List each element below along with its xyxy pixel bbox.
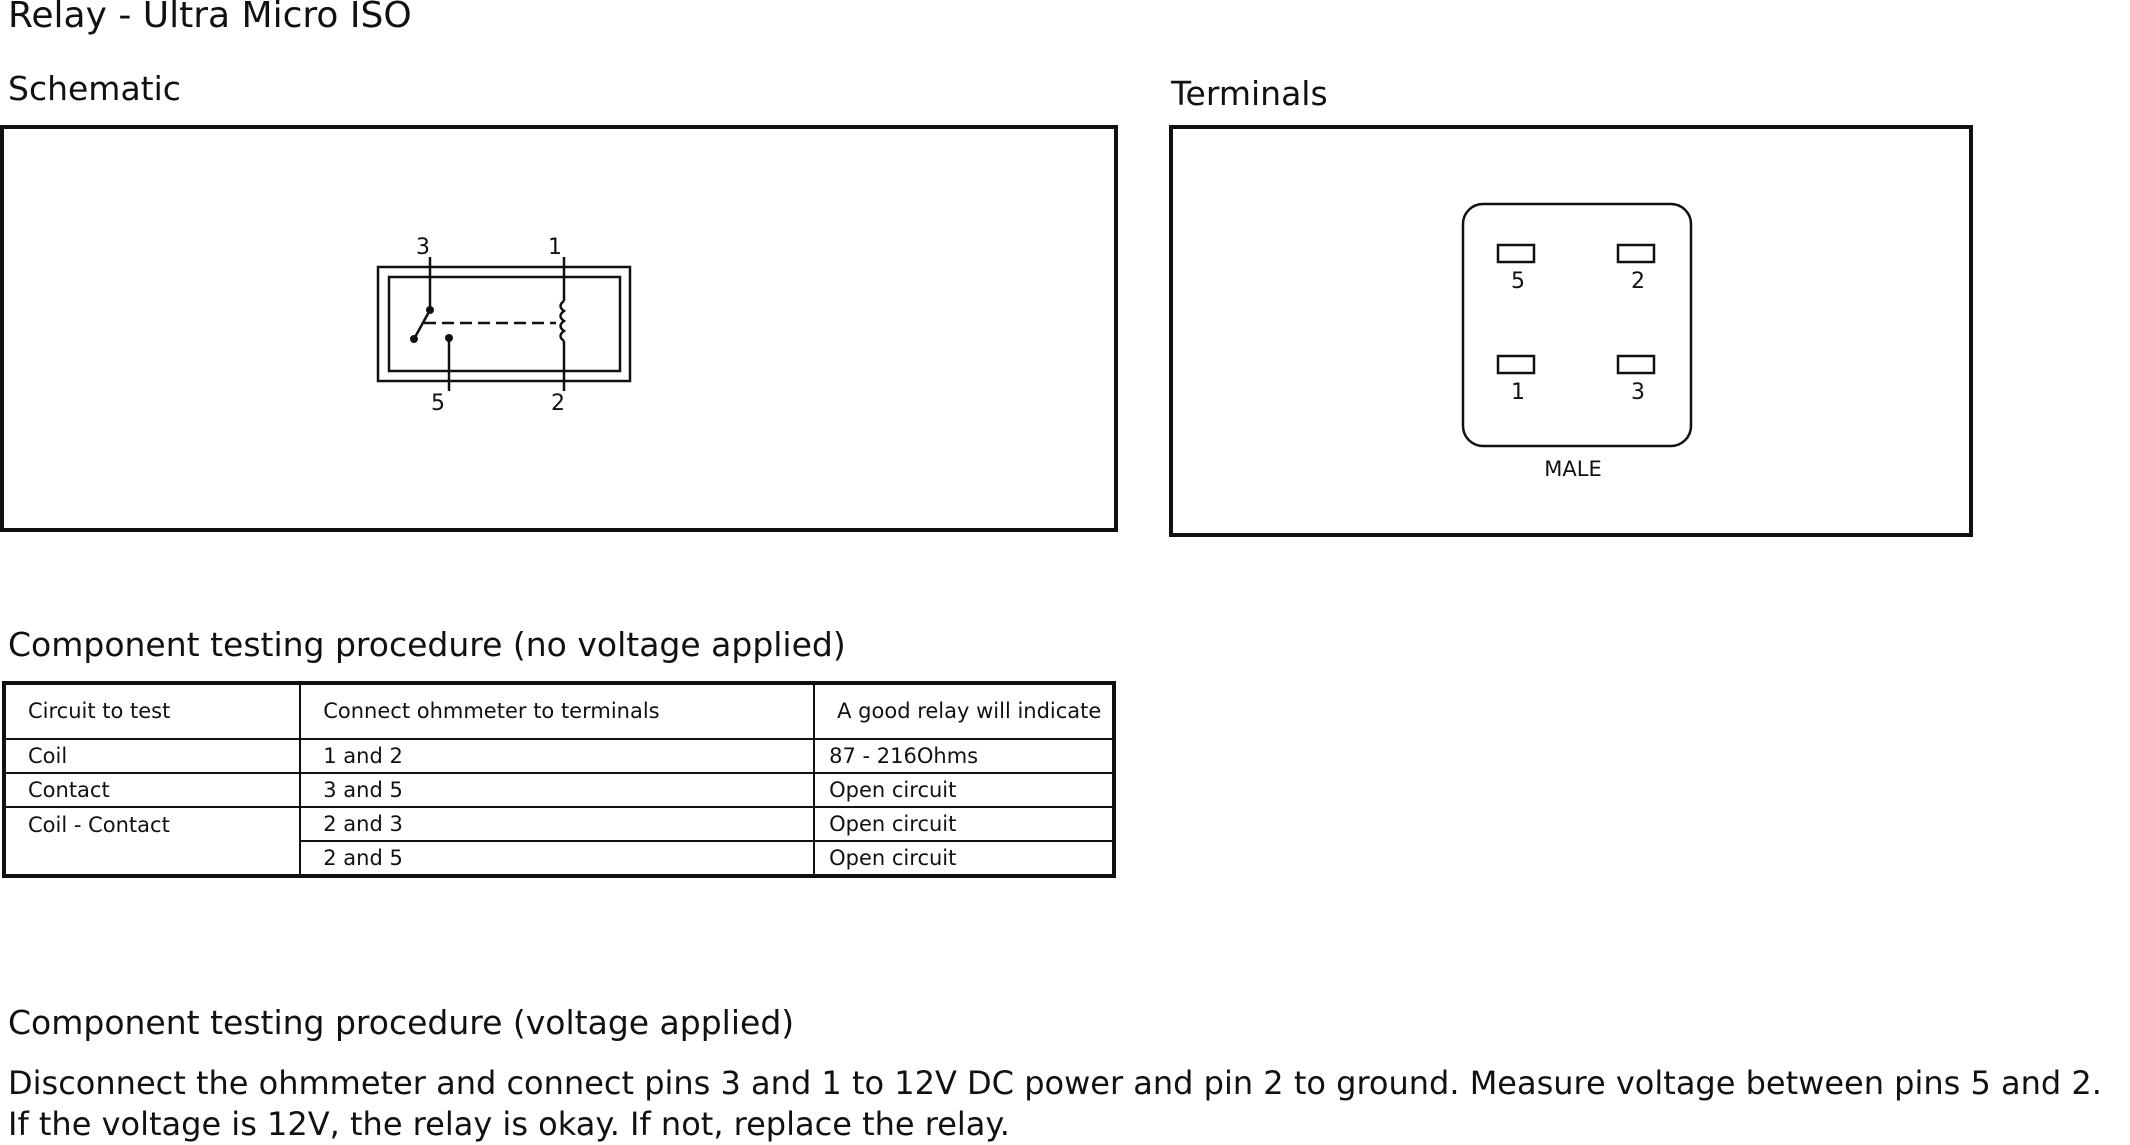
circuit-cell: Coil - Contact [2, 806, 302, 841]
terminal-5-label: 5 [1511, 269, 1525, 294]
pin-2-label: 2 [551, 391, 565, 416]
terminals-cell: 2 and 3 [299, 806, 816, 842]
terminal-3-slot [1616, 354, 1656, 375]
test-table: Circuit to test Connect ohmmeter to term… [2, 681, 1116, 878]
terminal-3-label: 3 [1631, 380, 1645, 405]
table-row: Contact 3 and 5 Open circuit [2, 772, 1115, 808]
terminal-1-label: 1 [1511, 380, 1525, 405]
terminals-cell: 2 and 5 [299, 840, 816, 877]
table-row: Coil - Contact 2 and 3 Open circuit [2, 806, 1115, 842]
voltage-heading: Component testing procedure (voltage app… [8, 1003, 795, 1042]
pin-1-label: 1 [548, 235, 562, 260]
voltage-procedure-text: Disconnect the ohmmeter and connect pins… [8, 1064, 2102, 1143]
no-voltage-heading: Component testing procedure (no voltage … [8, 625, 846, 664]
terminal-2-slot [1616, 243, 1656, 264]
column-header: Circuit to test [2, 682, 302, 740]
indication-cell: 87 - 216Ohms [813, 738, 1115, 774]
relay-inner-case [387, 275, 622, 373]
switch-arm [412, 309, 432, 340]
indication-cell: Open circuit [813, 772, 1115, 808]
circuit-cell [2, 841, 302, 877]
switch-pivot-dot [410, 335, 418, 343]
schematic-heading: Schematic [8, 69, 181, 108]
circuit-cell: Coil [2, 738, 302, 774]
indication-cell: Open circuit [813, 806, 1115, 842]
indication-cell: Open circuit [813, 840, 1115, 877]
terminals-cell: 3 and 5 [299, 772, 816, 808]
terminals-panel: 5 2 1 3 MALE [1169, 125, 1973, 537]
table-header-row: Circuit to test Connect ohmmeter to term… [2, 682, 1115, 740]
circuit-cell: Contact [2, 772, 302, 808]
relay-schematic: 3 1 5 2 [376, 235, 632, 416]
page-title: Relay - Ultra Micro ISO [8, 0, 412, 36]
terminal-2-label: 2 [1631, 269, 1645, 294]
connector-face: 5 2 1 3 MALE [1461, 202, 1693, 481]
connector-gender-label: MALE [1544, 457, 1601, 481]
pin-5-label: 5 [431, 391, 445, 416]
terminal-5-slot [1496, 243, 1536, 264]
column-header: Connect ohmmeter to terminals [299, 682, 816, 740]
schematic-panel: 3 1 5 2 [0, 125, 1118, 532]
pin-3-label: 3 [416, 235, 430, 260]
connector-housing [1461, 202, 1693, 448]
terminals-heading: Terminals [1171, 74, 1328, 113]
table-row: Coil 1 and 2 87 - 216Ohms [2, 738, 1115, 774]
table-row: 2 and 5 Open circuit [2, 840, 1115, 877]
coil-winding [559, 299, 567, 343]
column-header: A good relay will indicate [813, 682, 1115, 740]
terminal-1-slot [1496, 354, 1536, 375]
relay-outer-case [376, 265, 632, 383]
terminals-cell: 1 and 2 [299, 738, 816, 774]
